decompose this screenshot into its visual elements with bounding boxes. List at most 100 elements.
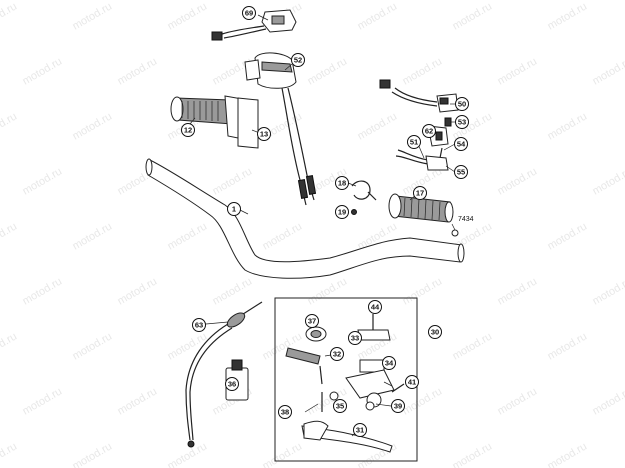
svg-text:13: 13: [260, 130, 268, 139]
pivot-parts: [319, 365, 323, 412]
watermark-text-61: motod.ru: [496, 385, 540, 417]
watermark-text-66: motod.ru: [166, 440, 210, 468]
watermark-text-1: motod.ru: [71, 0, 115, 32]
throttle-housing: [244, 52, 317, 206]
svg-text:62: 62: [425, 127, 433, 136]
callout-33: 33: [348, 331, 362, 345]
callout-12: 12: [181, 123, 195, 137]
switch-clamp: [425, 155, 449, 171]
watermark-text-22: motod.ru: [546, 110, 590, 142]
watermark-text-44: motod.ru: [401, 275, 445, 307]
callout-35: 35: [333, 399, 347, 413]
clutch-adjuster: [305, 326, 327, 342]
watermark-text-43: motod.ru: [306, 275, 350, 307]
callout-55: 55: [454, 165, 468, 179]
switch-cable: [395, 149, 429, 165]
watermark-text-30: motod.ru: [591, 165, 625, 197]
watermark-text-16: motod.ru: [0, 110, 19, 142]
handlebar: [145, 158, 465, 279]
part-code-label: 7434: [458, 216, 474, 223]
watermark-text-24: motod.ru: [21, 165, 65, 197]
callout-51: 51: [407, 135, 421, 149]
small-clip: [351, 209, 357, 215]
callout-31: 31: [353, 423, 367, 437]
light-switch: [379, 79, 459, 113]
svg-text:51: 51: [410, 138, 418, 147]
clutch-cable: [185, 301, 263, 448]
svg-text:19: 19: [338, 208, 346, 217]
watermark-text-69: motod.ru: [451, 440, 495, 468]
callout-69: 69: [242, 6, 256, 20]
watermark-text-13: motod.ru: [496, 55, 540, 87]
callout-19: 19: [335, 205, 349, 219]
callout-50: 50: [455, 97, 469, 111]
callout-54: 54: [454, 137, 468, 151]
adjuster-screw: [285, 347, 321, 365]
kill-switch: [211, 9, 297, 41]
svg-text:1: 1: [232, 205, 236, 214]
callouts: 69 52 12 13 50 53 62 51 54 55 18 19 17 1…: [181, 6, 469, 437]
switch-housing: [427, 125, 449, 147]
callout-37: 37: [305, 314, 319, 328]
svg-text:34: 34: [385, 359, 394, 368]
switch-screw: [444, 117, 452, 127]
clamp-half: [357, 329, 391, 341]
lever-bushing: [365, 401, 375, 411]
watermark-text-46: motod.ru: [591, 275, 625, 307]
watermark-text-53: motod.ru: [451, 330, 495, 362]
svg-text:37: 37: [308, 317, 316, 326]
lever-housing: [345, 369, 395, 408]
svg-text:54: 54: [457, 140, 466, 149]
left-grip: [388, 193, 459, 237]
callout-62: 62: [422, 124, 436, 138]
svg-text:63: 63: [195, 321, 203, 330]
watermark-text-40: motod.ru: [21, 275, 65, 307]
clutch-lever: [301, 420, 393, 453]
switch-bolt: [439, 147, 443, 159]
watermark-text-32: motod.ru: [0, 220, 19, 252]
watermark-text-8: motod.ru: [21, 55, 65, 87]
watermark-text-14: motod.ru: [591, 55, 625, 87]
watermark-text-41: motod.ru: [116, 275, 160, 307]
svg-text:53: 53: [458, 118, 466, 127]
watermark-text-33: motod.ru: [71, 220, 115, 252]
callout-38: 38: [278, 405, 292, 419]
callout-30: 30: [428, 325, 442, 339]
callout-63: 63: [192, 318, 206, 332]
watermark-text-2: motod.ru: [166, 0, 210, 32]
callout-17: 17: [413, 186, 427, 200]
callout-39: 39: [391, 399, 405, 413]
svg-text:41: 41: [408, 378, 416, 387]
svg-text:69: 69: [245, 9, 253, 18]
callout-32: 32: [330, 347, 344, 361]
svg-text:38: 38: [281, 408, 289, 417]
watermark-text-34: motod.ru: [166, 220, 210, 252]
watermark-text-48: motod.ru: [0, 330, 19, 362]
watermark-text-56: motod.ru: [21, 385, 65, 417]
watermark-text-42: motod.ru: [211, 275, 255, 307]
watermark-text-35: motod.ru: [261, 220, 305, 252]
watermark-text-64: motod.ru: [0, 440, 19, 468]
clamp-cover: [359, 359, 385, 373]
watermark-text-29: motod.ru: [496, 165, 540, 197]
watermark-text-12: motod.ru: [401, 55, 445, 87]
callout-34: 34: [382, 356, 396, 370]
svg-text:39: 39: [394, 402, 402, 411]
svg-text:36: 36: [228, 380, 236, 389]
watermark-text-38: motod.ru: [546, 220, 590, 252]
watermark-text-5: motod.ru: [451, 0, 495, 32]
svg-text:44: 44: [371, 303, 380, 312]
watermark-text-49: motod.ru: [71, 330, 115, 362]
cable-tie: [351, 180, 377, 201]
watermark-text-67: motod.ru: [261, 440, 305, 468]
svg-text:35: 35: [336, 402, 344, 411]
svg-text:32: 32: [333, 350, 341, 359]
watermark-text-57: motod.ru: [116, 385, 160, 417]
watermark-text-11: motod.ru: [306, 55, 350, 87]
watermark-text-4: motod.ru: [356, 0, 400, 32]
watermark-text-9: motod.ru: [116, 55, 160, 87]
watermark-text-70: motod.ru: [546, 440, 590, 468]
svg-text:12: 12: [184, 126, 192, 135]
callout-1: 1: [227, 202, 241, 216]
